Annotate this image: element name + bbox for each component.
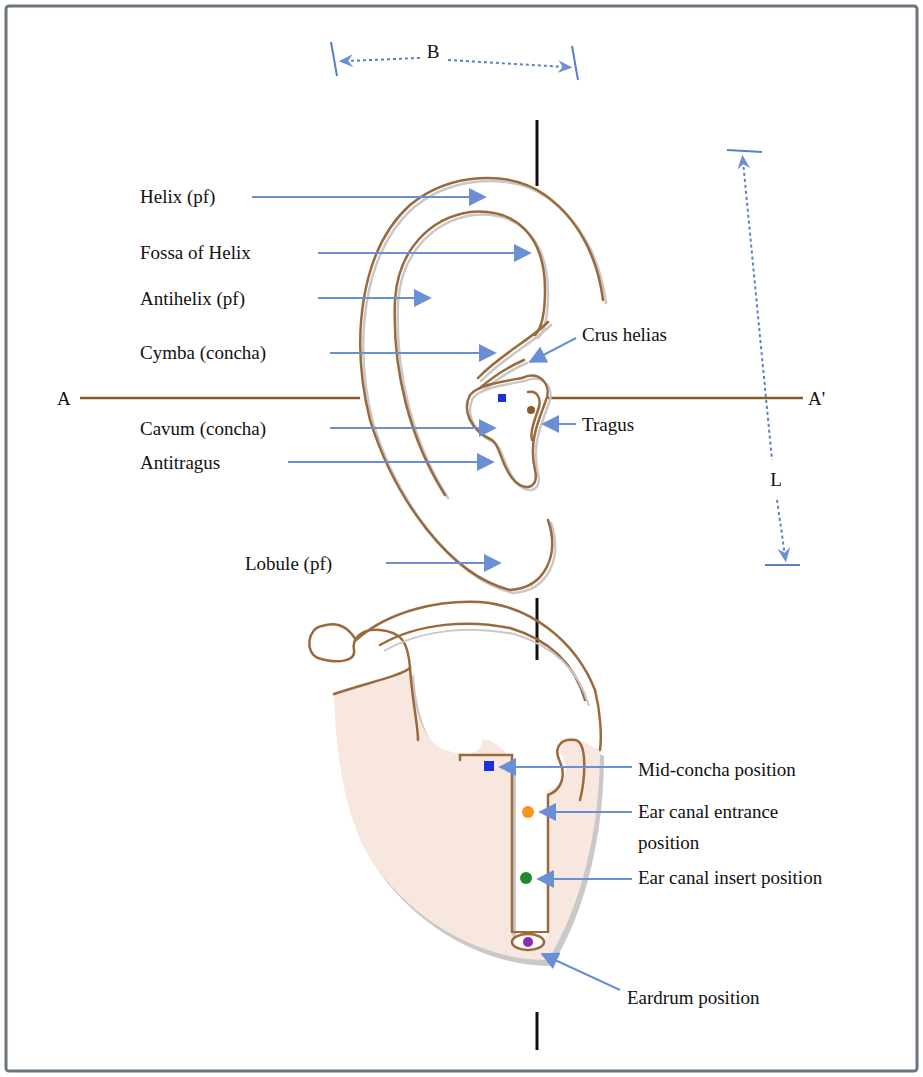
width-dimension [331,42,578,80]
part-label: Crus helias [582,319,667,350]
dimension-label: B [424,41,443,63]
part-label: Lobule (pf) [245,548,332,579]
part-label: Cavum (concha) [140,413,266,444]
length-dimension [727,150,800,565]
part-label: Tragus [582,409,634,440]
part-label: Helix (pf) [140,181,215,212]
section-label: A' [808,383,825,414]
mid-concha-marker [484,761,494,771]
position-label: Eardrum position [627,982,759,1013]
part-label: Fossa of Helix [140,237,251,268]
section-line [80,397,803,400]
ear-cross-section [309,602,604,966]
eardrum-marker [523,937,533,947]
part-label: Antitragus [140,447,220,478]
entrance-marker [522,806,534,818]
leader-arrow [252,197,632,990]
pinna-outline [360,178,606,593]
part-label: Cymba (concha) [140,337,266,368]
tragus-marker [527,406,535,414]
frame [6,6,917,1071]
insert-marker [520,872,532,884]
mid-concha-marker [498,394,506,402]
position-label: Ear canal entrance position [638,796,838,858]
dimension-label: L [767,469,785,491]
position-label: Ear canal insert position [638,862,838,893]
section-label: A [57,383,71,414]
part-label: Antihelix (pf) [140,283,245,314]
position-label: Mid-concha position [638,754,796,785]
